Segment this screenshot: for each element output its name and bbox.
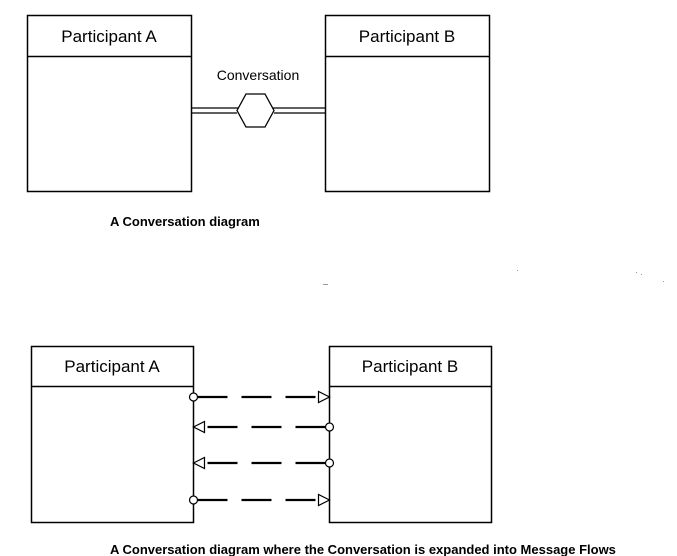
message-flow-source-circle bbox=[324, 458, 335, 468]
conversation-link-left[interactable] bbox=[191, 107, 240, 114]
message-flow-arrowhead bbox=[192, 456, 206, 470]
conversation-diagram: Participant A Participant B Conversation… bbox=[26, 14, 491, 229]
message-flow-arrowhead bbox=[317, 493, 331, 507]
message-flow-source-circle bbox=[188, 392, 199, 402]
participant-a-pool-expanded[interactable]: Participant A bbox=[30, 345, 195, 524]
message-flow[interactable] bbox=[188, 493, 331, 507]
message-flow-arrowhead bbox=[192, 420, 206, 434]
message-flow-arrowhead bbox=[317, 390, 331, 404]
message-flow-source-circle bbox=[188, 495, 199, 505]
message-flow[interactable] bbox=[192, 420, 335, 434]
caption-conversation-diagram: A Conversation diagram bbox=[110, 214, 260, 229]
message-flow[interactable] bbox=[192, 456, 335, 470]
conversation-link-right[interactable] bbox=[273, 107, 326, 114]
participant-b-label: Participant B bbox=[359, 27, 455, 46]
participant-a-pool[interactable]: Participant A bbox=[26, 14, 193, 193]
message-flow-diagram: Participant A Participant B A Conversati… bbox=[30, 345, 616, 556]
stray-marks bbox=[323, 270, 664, 285]
conversation-label: Conversation bbox=[217, 67, 300, 83]
message-flow-source-circle bbox=[324, 422, 335, 432]
participant-b-pool-expanded[interactable]: Participant B bbox=[328, 345, 493, 524]
participant-a-label: Participant A bbox=[61, 27, 157, 46]
participant-b-label-expanded: Participant B bbox=[362, 357, 458, 376]
participant-b-pool[interactable]: Participant B bbox=[324, 14, 491, 193]
message-flows bbox=[188, 390, 335, 507]
message-flow[interactable] bbox=[188, 390, 331, 404]
participant-a-label-expanded: Participant A bbox=[64, 357, 160, 376]
caption-message-flows: A Conversation diagram where the Convers… bbox=[110, 542, 616, 556]
conversation-hexagon[interactable] bbox=[236, 93, 275, 128]
